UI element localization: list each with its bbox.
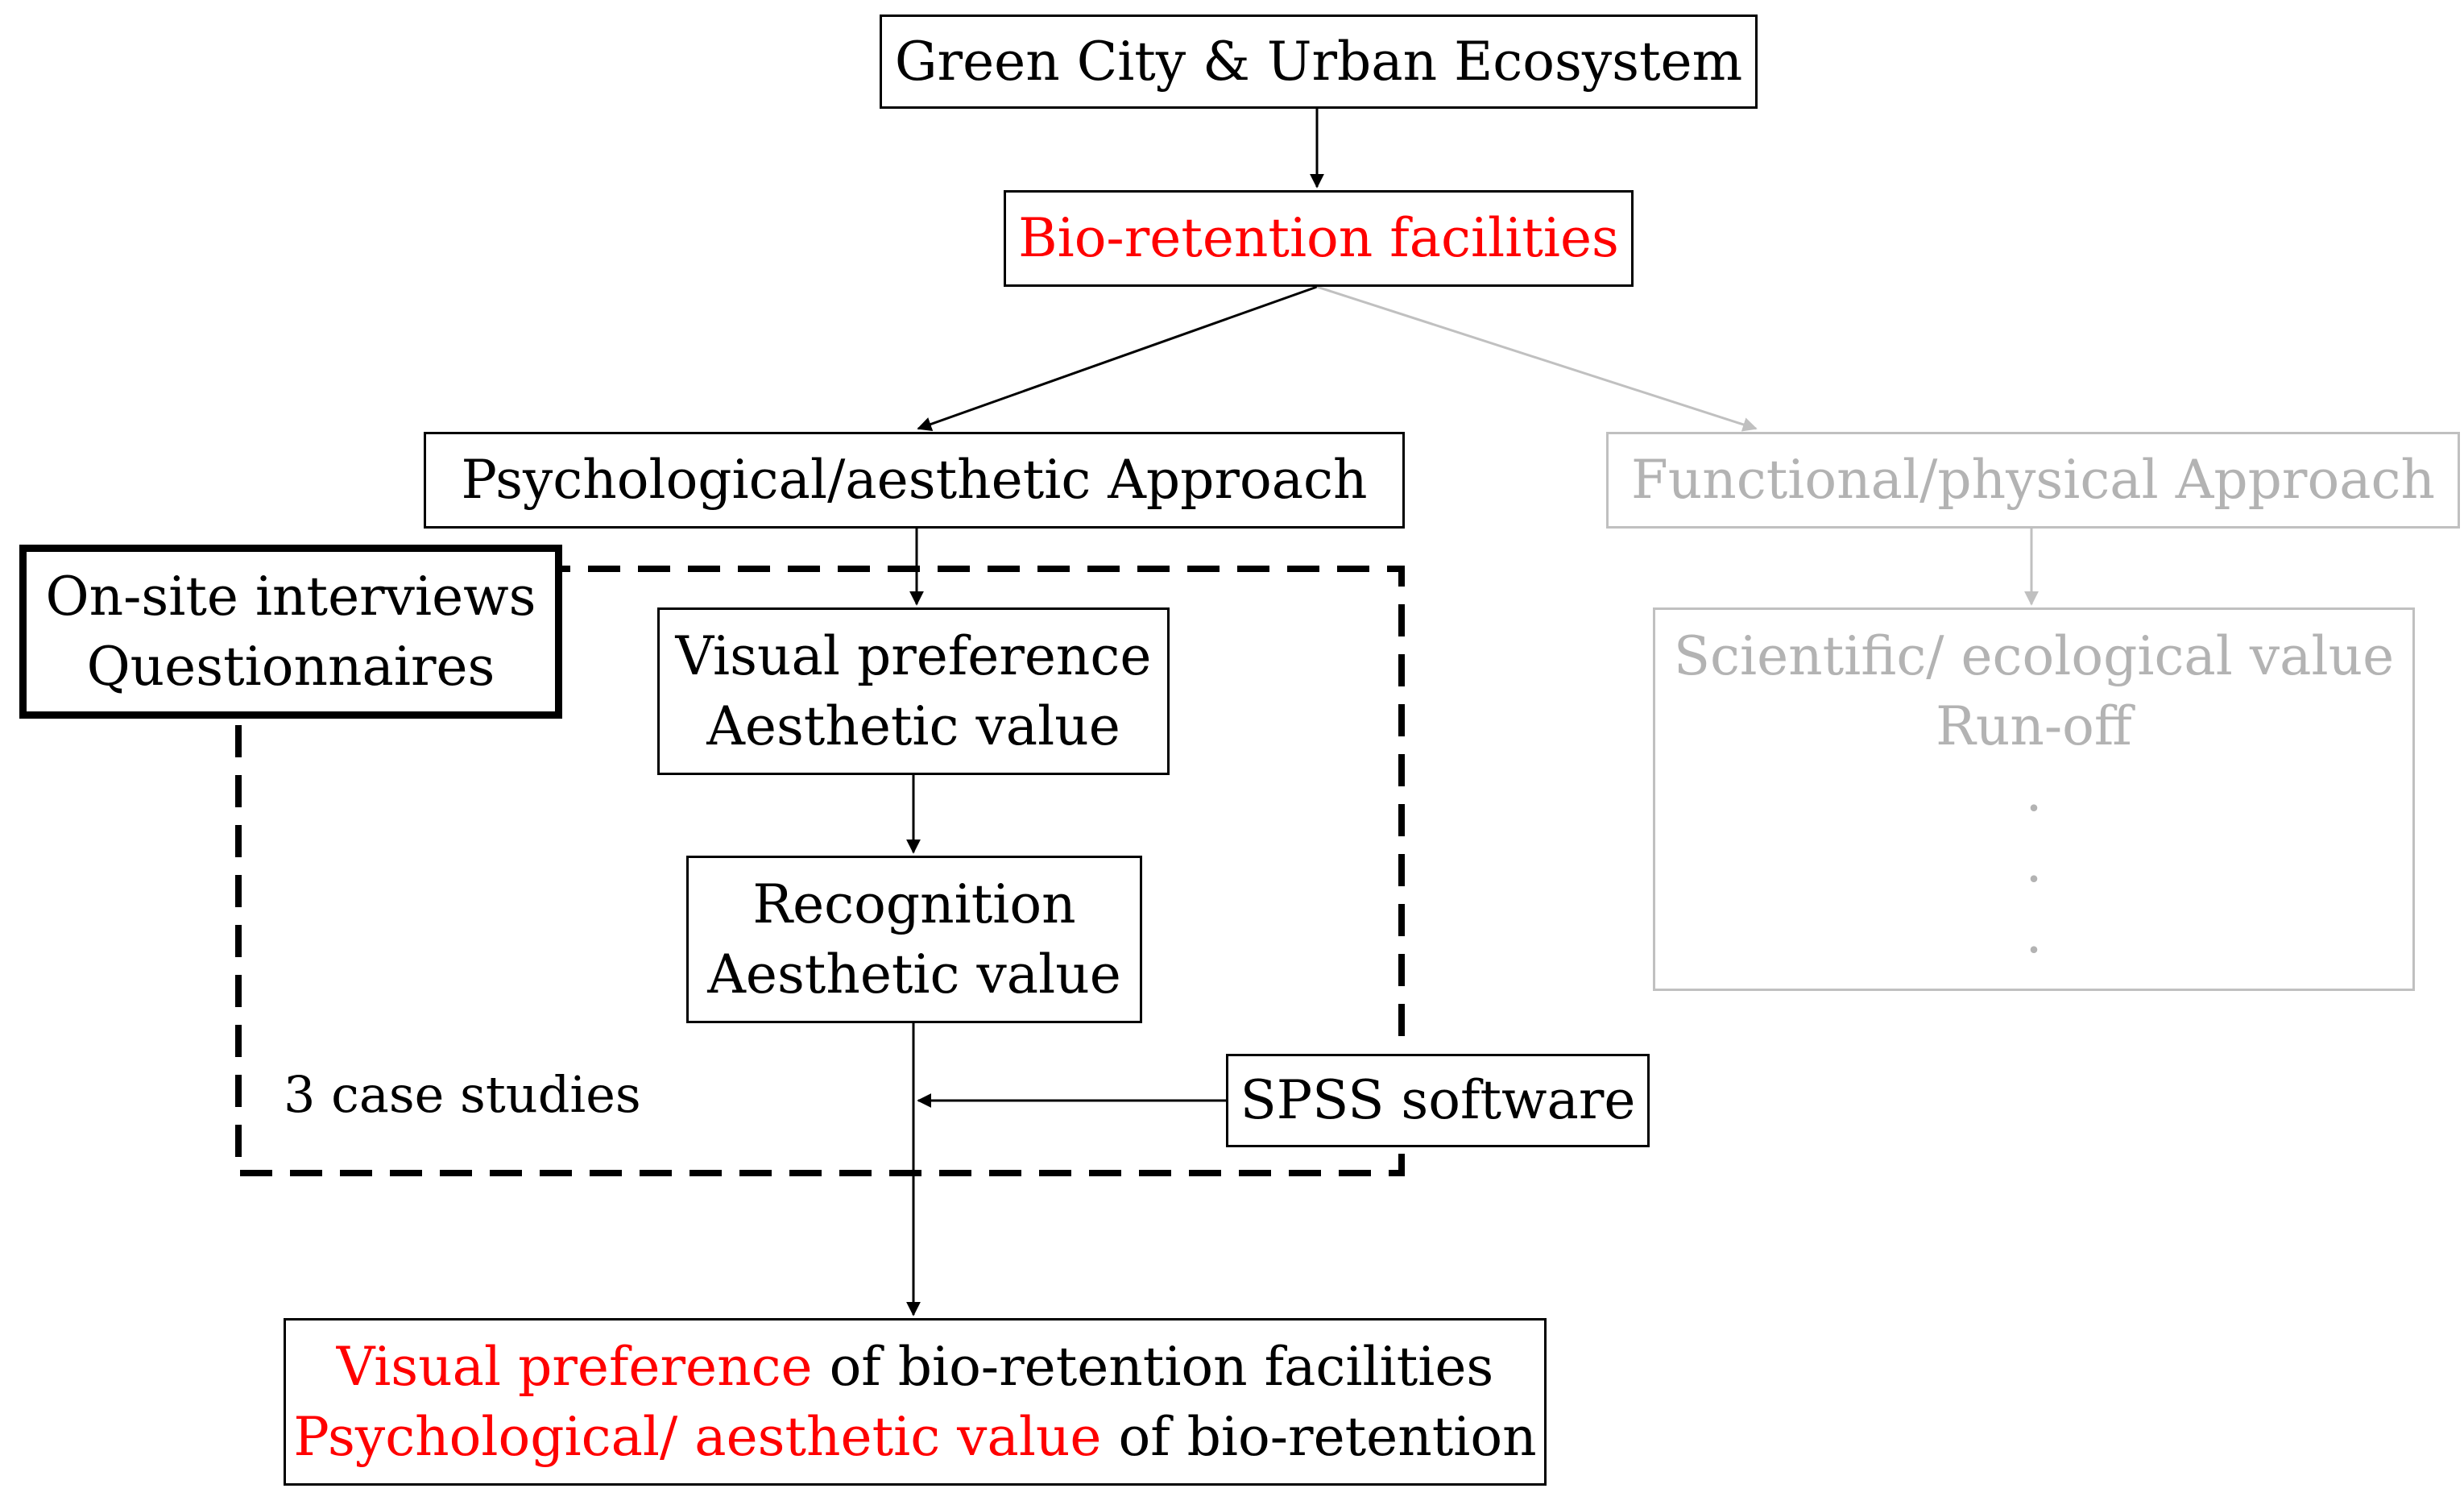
result-visual-preference: Visual preference xyxy=(336,1335,813,1398)
result-line1-rest: of bio-retention facilities xyxy=(812,1335,1494,1398)
scientific-line2: Run-off xyxy=(1936,695,2132,758)
scientific-dot: . xyxy=(2025,761,2043,824)
arrow-bio-to-psych xyxy=(917,285,1318,432)
visual-preference-box: Visual preference Aesthetic value xyxy=(657,607,1170,775)
scientific-dot: . xyxy=(2025,903,2043,966)
green-city-label: Green City & Urban Ecosystem xyxy=(894,30,1743,93)
result-box: Visual preference of bio-retention facil… xyxy=(284,1318,1547,1486)
psychological-approach-box: Psychological/aesthetic Approach xyxy=(424,432,1405,529)
spss-software-label: SPSS software xyxy=(1240,1069,1636,1132)
result-line1: Visual preference of bio-retention facil… xyxy=(337,1332,1494,1402)
recognition-line2: Aesthetic value xyxy=(707,943,1121,1005)
result-line2-rest: of bio-retention xyxy=(1101,1406,1537,1468)
onsite-line2: Questionnaires xyxy=(86,636,495,698)
recognition-box: Recognition Aesthetic value xyxy=(686,856,1142,1023)
functional-approach-label: Functional/physical Approach xyxy=(1630,449,2436,512)
case-studies-label: 3 case studies xyxy=(284,1065,641,1124)
scientific-line1: Scientific/ ecological value xyxy=(1673,625,2395,687)
green-city-box: Green City & Urban Ecosystem xyxy=(880,15,1758,109)
bio-retention-label: Bio-retention facilities xyxy=(1018,207,1619,270)
scientific-ellipsis: . . . xyxy=(2026,766,2043,961)
spss-software-box: SPSS software xyxy=(1226,1054,1650,1147)
bio-retention-box: Bio-retention facilities xyxy=(1004,190,1634,287)
onsite-line1: On-site interviews xyxy=(45,565,536,628)
scientific-dot: . xyxy=(2025,832,2043,895)
psychological-approach-label: Psychological/aesthetic Approach xyxy=(461,449,1368,512)
visual-preference-line1: Visual preference xyxy=(675,624,1152,687)
scientific-value-box: Scientific/ ecological value Run-off . .… xyxy=(1653,607,2415,991)
arrow-bio-to-func xyxy=(1316,285,1758,432)
visual-preference-line2: Aesthetic value xyxy=(706,695,1120,757)
functional-approach-box: Functional/physical Approach xyxy=(1606,432,2460,529)
result-line2: Psychological/ aesthetic value of bio-re… xyxy=(293,1402,1536,1472)
onsite-interviews-box: On-site interviews Questionnaires xyxy=(19,545,562,719)
recognition-line1: Recognition xyxy=(752,873,1076,935)
case-studies-frame xyxy=(235,566,1405,1176)
result-psychological-value: Psychological/ aesthetic value xyxy=(293,1406,1102,1468)
